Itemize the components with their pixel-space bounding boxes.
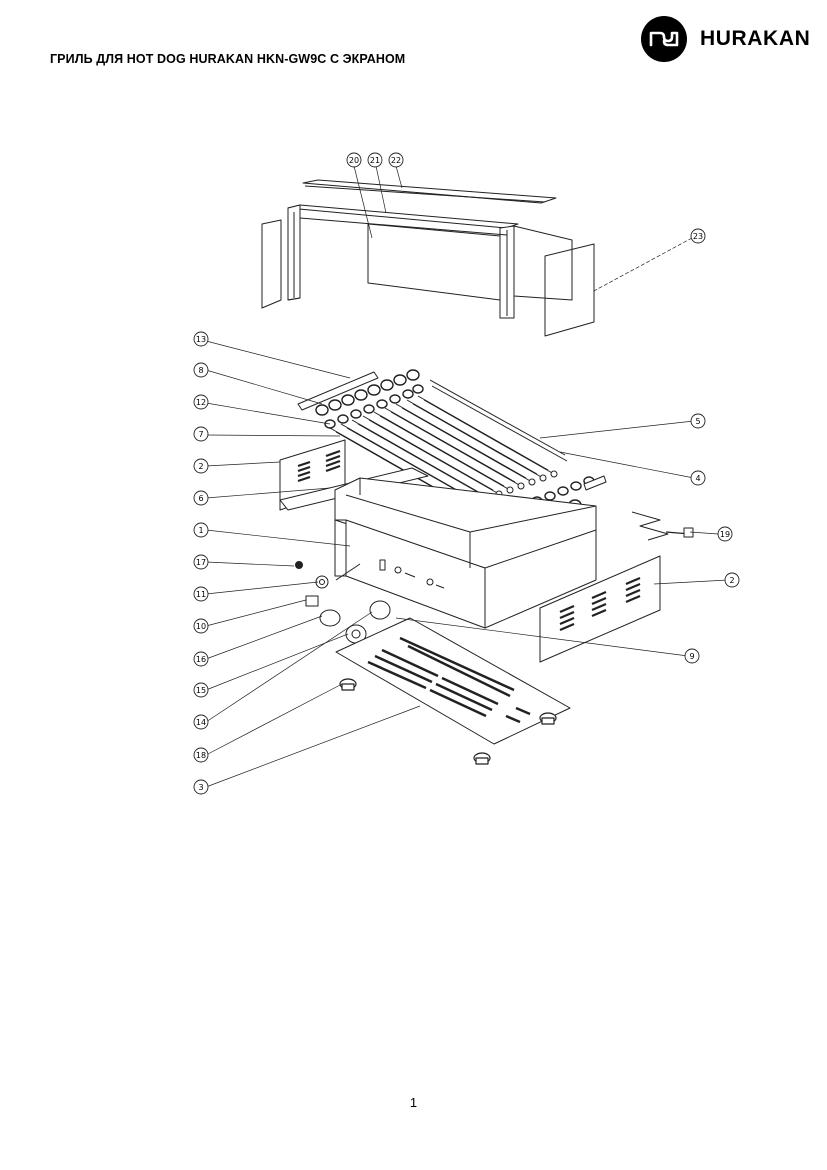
callout-17: 17 — [196, 558, 206, 567]
callout-8-top: 8 — [198, 366, 203, 375]
controls — [295, 561, 391, 644]
brand-name: HURAKAN — [700, 27, 811, 50]
callout-22: 22 — [391, 156, 401, 165]
page-number: 1 — [409, 1095, 418, 1110]
callout-5: 5 — [695, 417, 700, 426]
callout-3: 3 — [198, 783, 203, 792]
callout-10: 10 — [196, 622, 206, 631]
callout-11: 11 — [196, 590, 206, 599]
callout-1: 1 — [198, 526, 203, 535]
callout-19: 19 — [720, 530, 730, 539]
feet — [339, 678, 557, 765]
callout-23: 23 — [693, 232, 703, 241]
side-panel-right — [539, 555, 661, 663]
bottom-plate — [335, 617, 571, 745]
canopy-assembly — [261, 179, 595, 337]
brand: HURAKAN — [641, 16, 810, 62]
main-body — [334, 477, 597, 629]
callout-4: 4 — [695, 474, 700, 483]
callout-16: 16 — [196, 655, 206, 664]
callout-2-left: 2 — [198, 462, 203, 471]
callout-7: 7 — [198, 430, 203, 439]
document-title: ГРИЛЬ ДЛЯ HOT DOG HURAKAN HKN-GW9C С ЭКР… — [50, 52, 406, 66]
callout-2-right: 2 — [729, 576, 734, 585]
callout-9: 9 — [689, 652, 694, 661]
callout-21: 21 — [370, 156, 380, 165]
callout-20: 20 — [349, 156, 359, 165]
hurakan-logo-icon — [641, 16, 687, 62]
callout-15: 15 — [196, 686, 206, 695]
callout-18: 18 — [196, 751, 206, 760]
callout-12: 12 — [196, 398, 206, 407]
callout-circles — [193, 152, 740, 795]
callout-6: 6 — [198, 494, 203, 503]
leader-lines — [205, 165, 729, 788]
callout-13: 13 — [196, 335, 206, 344]
callout-14: 14 — [196, 718, 206, 727]
